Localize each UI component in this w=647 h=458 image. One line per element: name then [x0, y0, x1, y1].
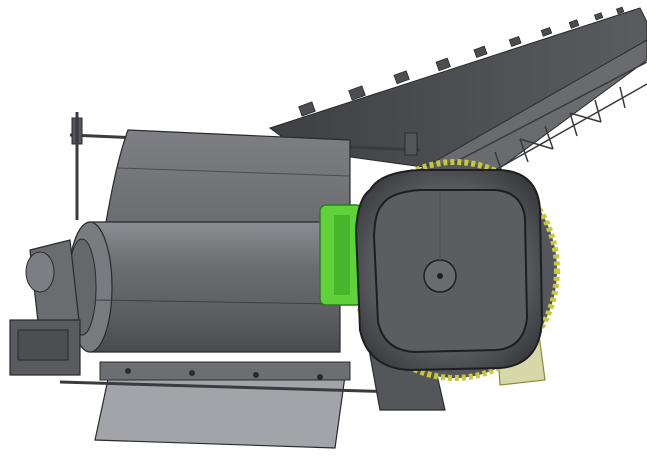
idler-rollers	[298, 6, 625, 117]
drive-motor	[354, 169, 544, 372]
left-bearing	[9, 239, 81, 376]
scraper-plate	[59, 361, 401, 449]
coupling	[319, 204, 363, 306]
drum-body	[67, 221, 341, 353]
